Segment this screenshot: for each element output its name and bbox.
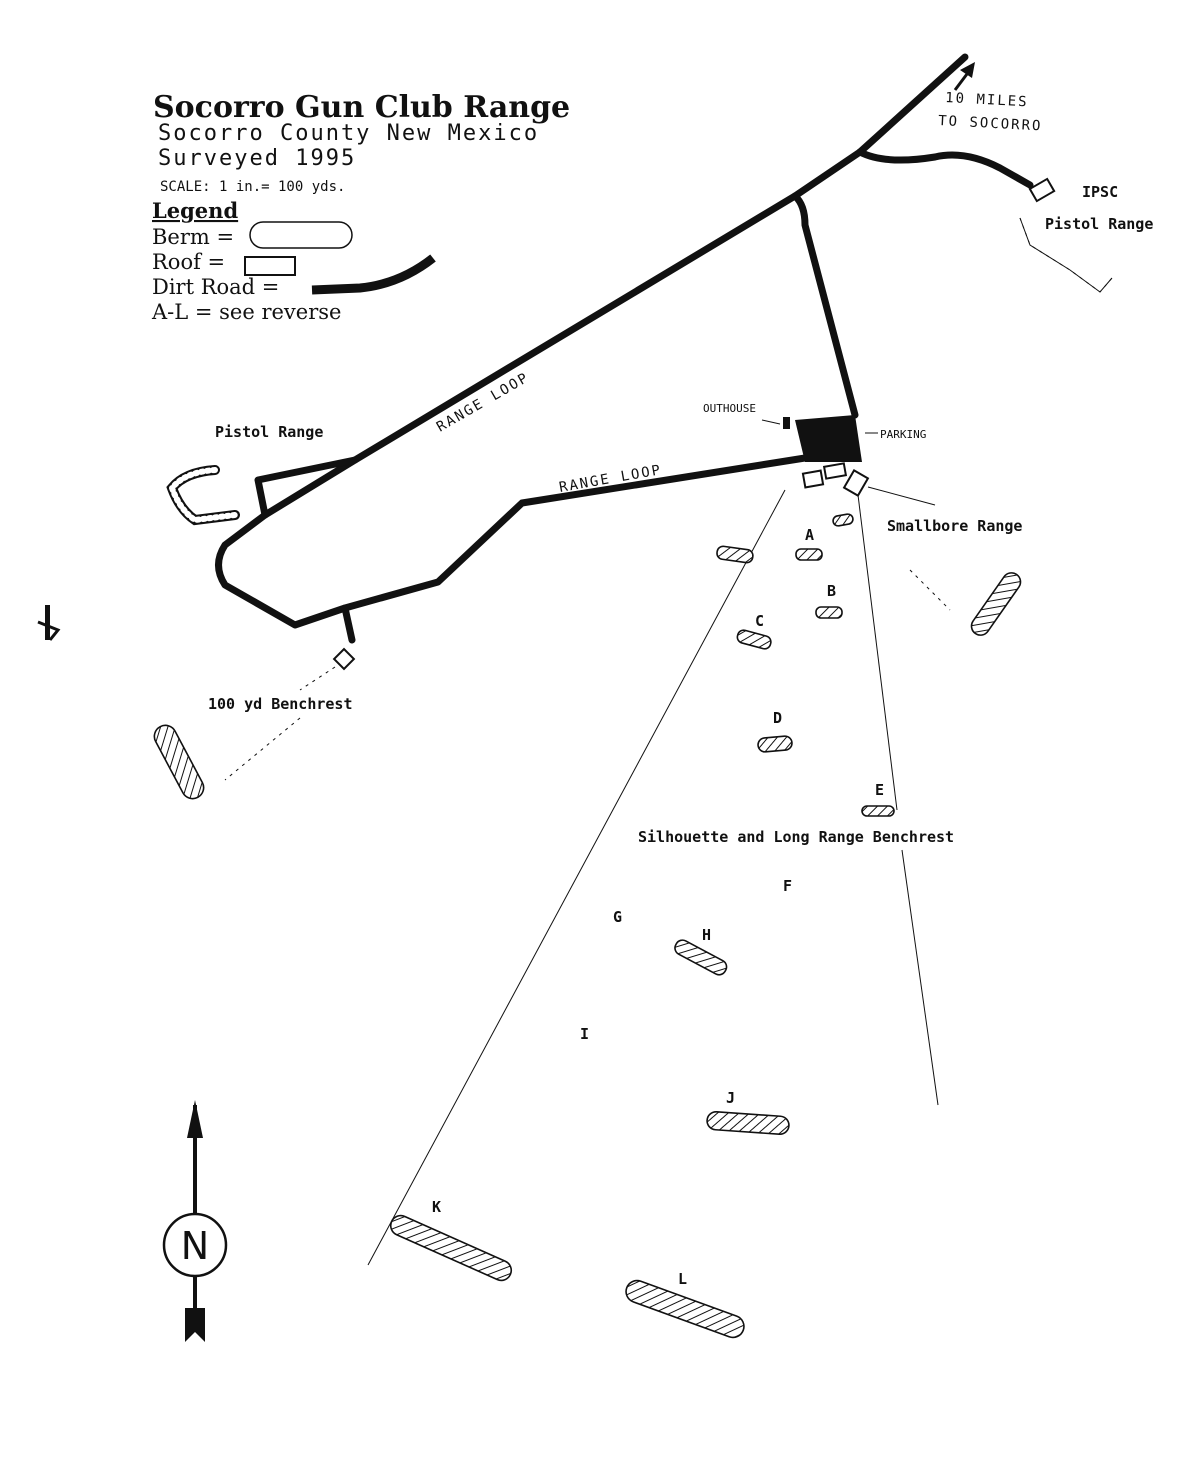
roof-3: [842, 468, 870, 498]
legend-roof-label: Roof =: [152, 250, 225, 274]
smallbore-label: Smallbore Range: [887, 517, 1022, 535]
legend-road-symbol: [311, 254, 436, 295]
berm-l: [625, 1279, 745, 1339]
range-boundary-east-lower: [901, 849, 939, 1106]
range-boundary-east: [857, 494, 898, 811]
ipsc-pistol-label: Pistol Range: [1045, 215, 1153, 233]
station-c: C: [755, 612, 764, 630]
berm-k: [389, 1214, 513, 1282]
silhouette-range-boundary: [367, 489, 939, 1266]
station-e: E: [875, 781, 884, 799]
berm-small-1: [832, 513, 854, 527]
benchrest-100-roof: [332, 647, 356, 671]
berm-j: [706, 1110, 790, 1136]
legend-berm-symbol: [249, 221, 353, 249]
road-network: [215, 53, 1034, 644]
station-h: H: [702, 926, 711, 944]
parking-label: PARKING: [880, 428, 926, 441]
direction-line-2: TO SOCORRO: [938, 113, 1043, 134]
outhouse-building: [783, 417, 790, 429]
road-benchrest-spur: [341, 604, 356, 644]
smallbore-range: Smallbore Range: [867, 486, 1022, 636]
station-b: B: [827, 582, 836, 600]
road-to-socorro: [856, 53, 969, 156]
berm-d: [757, 735, 793, 753]
legend-berm-label: Berm =: [152, 225, 234, 249]
benchrest-100-berm: [153, 724, 205, 800]
north-arrow-tail-icon: [185, 1308, 205, 1342]
road-pistol-spur: [254, 456, 359, 519]
map-title: Socorro Gun Club Range: [153, 90, 570, 125]
station-berms: [389, 513, 895, 1339]
title-block: Socorro Gun Club Range Socorro County Ne…: [153, 90, 570, 195]
range-boundary-west: [367, 489, 786, 1266]
roof-1: [801, 469, 825, 489]
pistol-range-label: Pistol Range: [215, 423, 323, 441]
berm-west-1: [716, 545, 754, 564]
road-ipsc: [856, 148, 1034, 189]
berm-a: [795, 548, 823, 561]
socorro-arrow-icon: [953, 62, 975, 91]
benchrest-100-label: 100 yd Benchrest: [208, 695, 353, 713]
legend-roof-symbol: [244, 256, 296, 276]
outhouse-label: OUTHOUSE: [703, 402, 756, 415]
station-l: L: [678, 1270, 687, 1288]
west-pistol-range: Pistol Range: [166, 423, 323, 526]
berm-h: [674, 939, 728, 976]
map-surveyed: Surveyed 1995: [158, 146, 356, 171]
station-j: J: [726, 1089, 735, 1107]
berm-e: [861, 805, 895, 817]
parking-area: OUTHOUSE PARKING: [703, 402, 926, 498]
legend-reverse-note: A-L = see reverse: [151, 300, 341, 324]
legend-road-label: Dirt Road =: [152, 275, 279, 299]
station-d: D: [773, 709, 782, 727]
range-loop-road: [215, 148, 864, 629]
parking-lot: [795, 415, 862, 462]
scan-mark-icon: [37, 605, 61, 641]
north-arrow: N: [162, 1100, 228, 1342]
pistol-range-berm: [168, 467, 238, 524]
legend: Legend Berm = Roof = Dirt Road = A-L = s…: [151, 198, 436, 324]
map-scale: SCALE: 1 in.= 100 yds.: [160, 179, 345, 195]
silhouette-label: Silhouette and Long Range Benchrest: [638, 828, 954, 846]
ipsc-range: IPSC Pistol Range: [1019, 177, 1153, 293]
direction-line-1: 10 MILES: [945, 90, 1029, 110]
benchrest-100-range: 100 yd Benchrest: [153, 647, 356, 800]
station-k: K: [432, 1198, 441, 1216]
station-g: G: [613, 908, 622, 926]
ipsc-roof: [1028, 177, 1056, 203]
north-letter: N: [181, 1224, 209, 1268]
map-county: Socorro County New Mexico: [158, 121, 539, 146]
station-a: A: [805, 526, 814, 544]
berm-c: [736, 629, 772, 650]
road-to-parking: [791, 192, 859, 419]
roof-2: [822, 462, 848, 480]
smallbore-berm: [970, 572, 1022, 636]
north-arrow-head-icon: [187, 1100, 203, 1138]
ipsc-label: IPSC: [1082, 183, 1118, 201]
legend-heading: Legend: [152, 198, 238, 223]
berm-b: [815, 606, 843, 619]
station-labels: A B C D E F G H I J K L: [432, 526, 884, 1288]
station-f: F: [783, 877, 792, 895]
station-i: I: [580, 1025, 589, 1043]
